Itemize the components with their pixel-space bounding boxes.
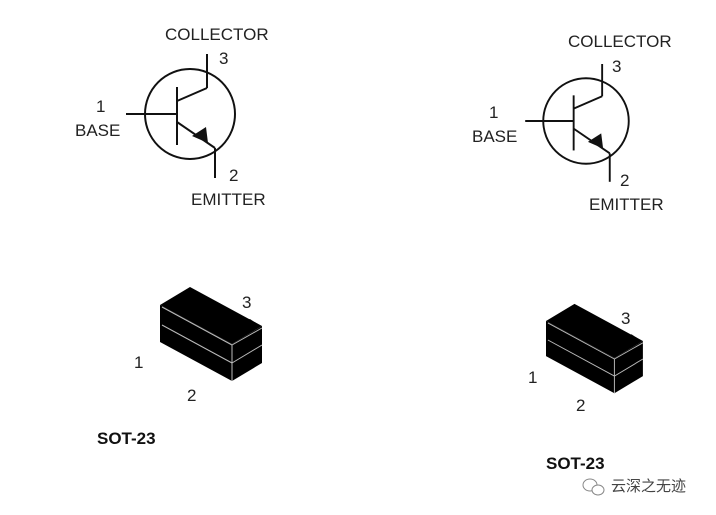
left-collector-pin: 3 xyxy=(219,49,228,68)
right-collector-label: COLLECTOR xyxy=(568,32,672,51)
watermark-text: 云深之无迹 xyxy=(611,477,686,495)
left-base-pin: 1 xyxy=(96,97,105,116)
wechat-icon xyxy=(582,478,605,496)
left-emitter-pin: 2 xyxy=(229,166,238,185)
right-base-pin: 1 xyxy=(489,103,498,122)
left-package-pin-1: 1 xyxy=(134,353,143,372)
right-package-name: SOT-23 xyxy=(546,454,605,473)
left-package-pin-2: 2 xyxy=(187,386,196,405)
right-npn-transistor-symbol xyxy=(524,63,630,183)
left-package-pin-3: 3 xyxy=(242,293,251,312)
left-npn-transistor-symbol xyxy=(125,53,236,179)
left-collector-label: COLLECTOR xyxy=(165,25,269,44)
left-base-label: BASE xyxy=(75,121,120,140)
right-collector-pin: 3 xyxy=(612,57,621,76)
right-base-label: BASE xyxy=(472,127,517,146)
left-package-name: SOT-23 xyxy=(97,429,156,448)
right-package-pin-2: 2 xyxy=(576,396,585,415)
right-package-pin-3: 3 xyxy=(621,309,630,328)
right-package-pin-1: 1 xyxy=(528,368,537,387)
right-emitter-label: EMITTER xyxy=(589,195,664,214)
right-emitter-pin: 2 xyxy=(620,171,629,190)
left-emitter-label: EMITTER xyxy=(191,190,266,209)
